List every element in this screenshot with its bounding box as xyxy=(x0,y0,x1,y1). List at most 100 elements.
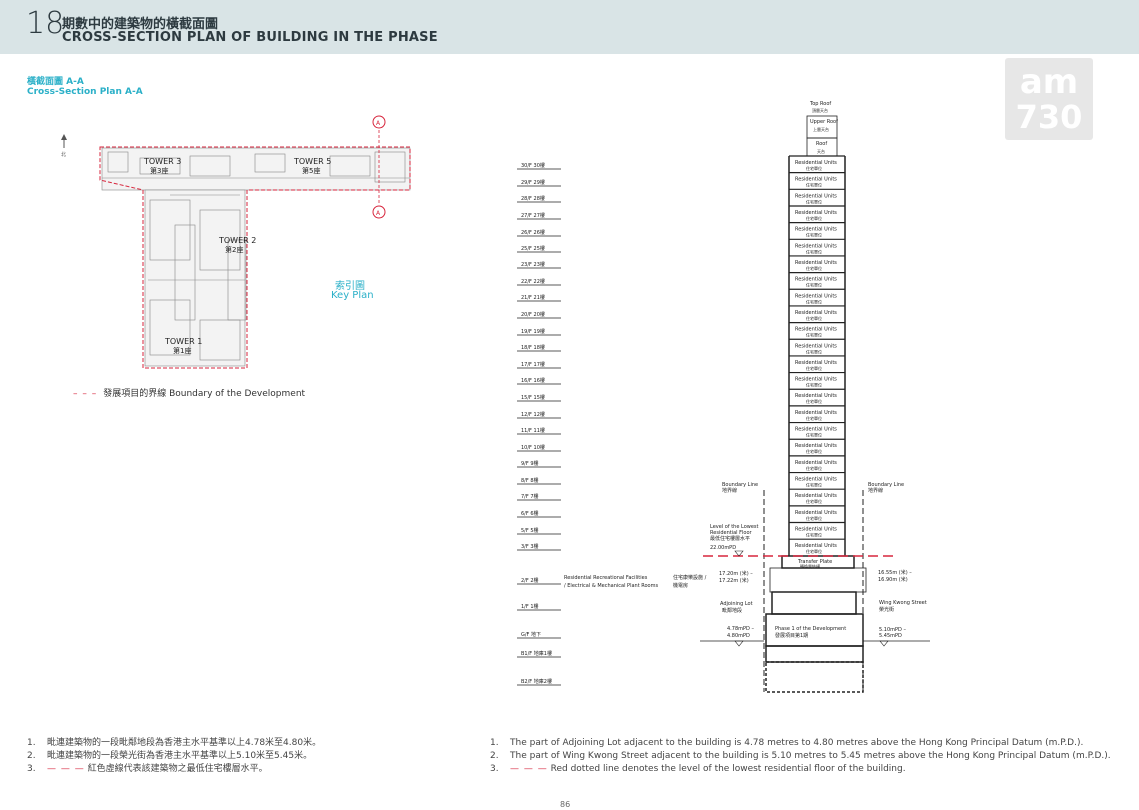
adjoining-lot-label-zh: 毗鄰地段 xyxy=(722,607,742,614)
section-marker-bottom-icon: A xyxy=(372,205,386,219)
floor-label: 18/F 18樓 xyxy=(521,344,545,351)
tower-5-label: TOWER 5 xyxy=(293,157,331,166)
roof-stack xyxy=(806,115,838,157)
adjoining-lot-label: Adjoining Lot xyxy=(720,601,753,607)
podium-level-right-2: 16.90m (米) xyxy=(878,576,908,583)
note-dash-symbol: — — — xyxy=(510,764,548,774)
unit-label: Residential Units xyxy=(795,427,837,433)
unit-label: Residential Units xyxy=(795,360,837,366)
boundary-line-left-label: Boundary Line xyxy=(722,482,758,488)
plan-subtitle-en: Cross-Section Plan A-A xyxy=(27,87,143,97)
floor-label: 2/F 2樓 xyxy=(521,577,539,584)
legend: – – –發展項目的界線 Boundary of the Development xyxy=(73,386,305,399)
top-roof-label: Top Roof xyxy=(809,101,831,107)
tower-3-label: TOWER 3 xyxy=(143,157,181,166)
section-marker-top-icon: A xyxy=(372,115,386,129)
roof-label-zh: 天台 xyxy=(817,148,825,154)
page-title-zh: 期數中的建築物的橫截面圖 xyxy=(62,17,219,32)
note-number: 3. xyxy=(27,764,36,774)
unit-label-zh: 住宅單位 xyxy=(806,448,822,454)
street-level-1: 5.10mPD – xyxy=(879,627,906,633)
roof-label: Roof xyxy=(816,141,827,147)
note-number: 2. xyxy=(27,751,36,761)
podium-level-left-1: 17.20m (米) – xyxy=(719,570,753,577)
floor-label: 27/F 27樓 xyxy=(521,212,545,219)
watermark-line1: am xyxy=(1019,62,1079,102)
unit-label-zh: 住宅單位 xyxy=(806,398,822,404)
tower-1-label-zh: 第1座 xyxy=(173,346,191,355)
unit-label: Residential Units xyxy=(795,377,837,383)
top-roof-label-zh: 頂層天台 xyxy=(812,107,828,113)
level-marker-icon xyxy=(734,550,744,557)
note-item: 1.毗連建築物的一段毗鄰地段為香港主水平基準以上4.78米至4.80米。 xyxy=(27,737,321,750)
floor-label: 26/F 26樓 xyxy=(521,229,545,236)
floor-label: 17/F 17樓 xyxy=(521,361,545,368)
unit-label-zh: 住宅單位 xyxy=(806,232,822,238)
unit-label-zh: 住宅單位 xyxy=(806,182,822,188)
unit-label-zh: 住宅單位 xyxy=(806,432,822,438)
phase-label: Phase 1 of the Development xyxy=(775,626,846,632)
unit-label-zh: 住宅單位 xyxy=(806,248,822,254)
unit-label-zh: 住宅單位 xyxy=(806,265,822,271)
floor-label: 23/F 23樓 xyxy=(521,261,545,268)
development-boundary-line xyxy=(99,146,411,369)
plan-subtitle-zh: 橫截面圖 A-A xyxy=(27,77,84,87)
unit-label: Residential Units xyxy=(795,527,837,533)
street-label-zh: 榮光街 xyxy=(879,606,894,613)
notes-english: 1.The part of Adjoining Lot adjacent to … xyxy=(490,737,1111,776)
section-marker-top-label: A xyxy=(376,120,381,127)
floor-label: 30/F 30樓 xyxy=(521,162,545,169)
rec-facilities-label-zh-2: 機電房 xyxy=(673,582,688,589)
tower-5-label-zh: 第5座 xyxy=(302,166,320,175)
page-number: 86 xyxy=(560,800,571,809)
note-item: 2. 毗連建築物的一段榮光街為香港主水平基準以上5.10米至5.45米。 xyxy=(27,750,321,763)
floor-label: 7/F 7樓 xyxy=(521,493,539,500)
floor-label: 21/F 21樓 xyxy=(521,294,545,301)
floor-label: G/F 地下 xyxy=(521,631,541,638)
legend-text: 發展項目的界線 Boundary of the Development xyxy=(103,389,306,399)
floor-label: 6/F 6樓 xyxy=(521,510,539,517)
page-title-en: CROSS-SECTION PLAN OF BUILDING IN THE PH… xyxy=(62,30,438,45)
unit-label-zh: 住宅單位 xyxy=(806,515,822,521)
rec-facilities-label-1: Residential Recreational Facilities xyxy=(564,575,648,581)
section-marker-bottom-label: A xyxy=(376,210,381,217)
floor-label: 28/F 28樓 xyxy=(521,195,545,202)
floor-label: B1/F 地庫1樓 xyxy=(521,650,552,657)
unit-label-zh: 住宅單位 xyxy=(806,382,822,388)
transfer-plate-label: Transfer Plate xyxy=(797,559,832,565)
lowest-floor-label-1: Level of the Lowest xyxy=(710,524,759,530)
adjoining-lot-level-1: 4.78mPD – xyxy=(727,626,754,632)
unit-label: Residential Units xyxy=(795,193,837,199)
phase-label-zh: 發展項目第1期 xyxy=(775,632,808,639)
unit-label-zh: 住宅單位 xyxy=(806,215,822,221)
note-item: 2.The part of Wing Kwong Street adjacent… xyxy=(490,750,1111,763)
floor-label: 19/F 19樓 xyxy=(521,328,545,335)
note-text: 毗連建築物的一段毗鄰地段為香港主水平基準以上4.78米至4.80米。 xyxy=(47,738,322,748)
unit-label-zh: 住宅單位 xyxy=(806,315,822,321)
note-number: 1. xyxy=(490,738,499,748)
unit-label: Residential Units xyxy=(795,393,837,399)
north-label: 北 xyxy=(61,151,66,158)
note-item: 3.— — — 紅色虛線代表該建築物之最低住宅樓層水平。 xyxy=(27,763,321,776)
floor-label: 22/F 22樓 xyxy=(521,278,545,285)
note-text: 毗連建築物的一段榮光街為香港主水平基準以上5.10米至5.45米。 xyxy=(47,751,313,761)
unit-label: Residential Units xyxy=(795,410,837,416)
key-plan-label-zh: 索引圖 xyxy=(335,281,365,292)
unit-label: Residential Units xyxy=(795,510,837,516)
unit-label: Residential Units xyxy=(795,543,837,549)
floor-label: 15/F 15樓 xyxy=(521,394,545,401)
transfer-plate-label-zh: 轉換層結構 xyxy=(800,563,820,569)
unit-label: Residential Units xyxy=(795,460,837,466)
unit-label-zh: 住宅單位 xyxy=(806,415,822,421)
